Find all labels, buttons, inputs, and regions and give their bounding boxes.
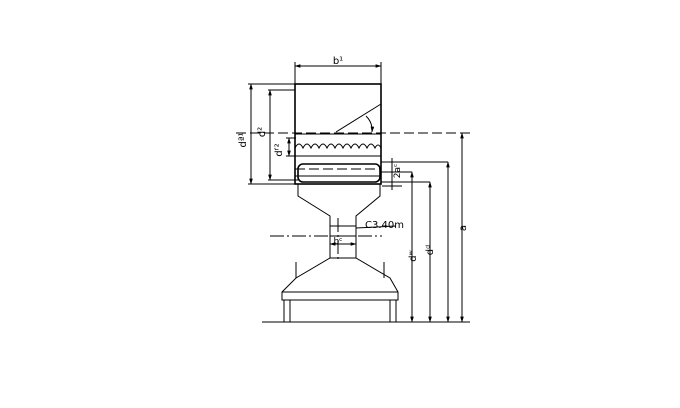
wheel-hub-bore — [283, 299, 397, 323]
worm-thread-band — [294, 133, 382, 157]
label-b1: b¹ — [333, 56, 343, 67]
label-da2: d² — [257, 127, 268, 137]
label-df2: dᶠ² — [274, 143, 285, 156]
label-da1: dª¹ — [238, 132, 249, 147]
label-a: a — [458, 225, 469, 231]
label-dw: dʷ — [408, 250, 419, 262]
helix-angle-arc — [365, 115, 375, 133]
label-bc: bᶜ — [333, 237, 342, 247]
label-dd: dᵈ — [425, 245, 436, 255]
worm-section — [294, 83, 382, 185]
label-chamfer: C3.40m — [365, 220, 404, 231]
helix-line — [335, 103, 382, 133]
label-2a: 2aᶜ — [393, 164, 403, 179]
wheel-section — [281, 163, 399, 323]
worm-thread-profile — [294, 143, 382, 150]
wheel-rim — [297, 163, 381, 183]
wheel-hub-lower — [281, 257, 399, 301]
chamfer-leader — [355, 225, 397, 229]
